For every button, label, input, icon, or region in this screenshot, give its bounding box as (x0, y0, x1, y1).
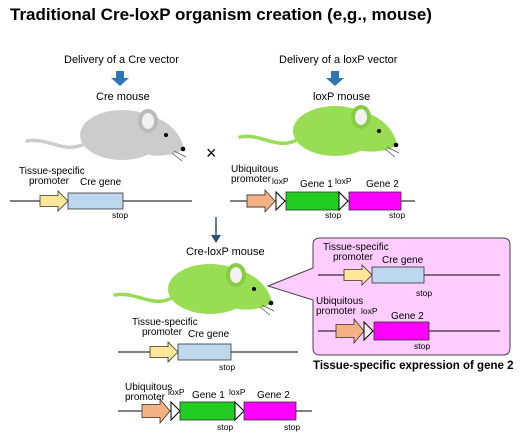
stop-label-d2: stop (284, 422, 301, 432)
mouse-whiskers (259, 304, 275, 316)
gene2-label-b: Gene 2 (366, 179, 399, 190)
mouse-tail (238, 134, 297, 145)
promoter-label-a: promoter (29, 176, 70, 187)
loxp-label-f: loxP (361, 306, 378, 316)
expression-caption: Tissue-specific expression of gene 2 (313, 360, 514, 372)
gene1-label-d: Gene 1 (192, 390, 225, 401)
cre-gene-label-e: Cre gene (382, 255, 424, 266)
cre-mouse-label: Cre mouse (96, 91, 150, 103)
promoter-arrow-e (343, 264, 373, 286)
stop-label-b2: stop (389, 210, 406, 220)
loxp-label-b2: loxP (335, 176, 352, 186)
gene2-box-f (373, 321, 430, 341)
gene2-box-d (243, 401, 297, 421)
mouse-nose (268, 300, 274, 306)
cre-mouse-icon (25, 109, 187, 162)
mouse-tail (25, 138, 84, 149)
gene2-label-f: Gene 2 (391, 311, 424, 322)
stop-label-d1: stop (217, 422, 234, 432)
mouse-eye (252, 287, 256, 291)
stop-label-b1: stop (325, 210, 342, 220)
promoter-arrow-a (39, 190, 69, 212)
mouse-inner-ear (355, 109, 367, 125)
mouse-eye (164, 133, 168, 137)
loxp-triangle-f (363, 320, 374, 342)
loxp-label-d1: loxP (168, 387, 185, 397)
loxp-triangle-b2 (338, 190, 349, 212)
gene1-box-b (285, 191, 340, 211)
cre-gene-box-e (371, 266, 425, 284)
promoter-label-f: promoter (316, 306, 357, 317)
cre-gene-box-c (177, 343, 232, 361)
stop-label-f: stop (414, 341, 431, 351)
loxp-label-d2: loxP (229, 387, 246, 397)
mouse-nose (180, 146, 186, 152)
tissue-specific-label-c: Tissue-specific (132, 317, 198, 328)
stop-label-e: stop (416, 288, 433, 298)
promoter-label-c: promoter (142, 327, 183, 338)
promoter-label-d: promoter (125, 392, 166, 403)
promoter-arrow-d (141, 397, 171, 425)
delivery-arrow-cre (111, 71, 129, 86)
mouse-whiskers (384, 146, 400, 158)
stop-label-a: stop (112, 210, 129, 220)
mouse-eye (377, 129, 381, 133)
loxp-mouse-label: loxP mouse (313, 91, 371, 103)
mouse-whiskers (171, 150, 187, 162)
mouse-inner-ear (142, 113, 154, 129)
promoter-arrow-c (149, 341, 179, 363)
tissue-specific-label-e: Tissue-specific (323, 242, 389, 253)
loxp-label-b1: loxP (272, 176, 289, 186)
loxp-delivery-label: Delivery of a loxP vector (279, 54, 398, 66)
gene2-box-b (348, 191, 402, 211)
page-title: Traditional Cre-loxP organism creation (… (10, 5, 432, 24)
callout-bubble (266, 237, 511, 356)
cre-delivery-label: Delivery of a Cre vector (64, 54, 179, 66)
cross-result-arrow-head (211, 235, 221, 243)
mouse-inner-ear (230, 267, 242, 283)
loxp-mouse-icon (238, 105, 400, 158)
ubiquitous-label-b: Ubiquitous (231, 164, 279, 175)
gene1-box-d (179, 401, 236, 421)
gene2-label-d: Gene 2 (257, 390, 290, 401)
mouse-nose (393, 142, 399, 148)
promoter-label-b: promoter (231, 174, 272, 185)
stop-label-c: stop (219, 362, 236, 372)
delivery-arrow-loxp (326, 71, 344, 86)
tissue-specific-label-a: Tissue-specific (19, 166, 85, 177)
creloxp-mouse-icon (113, 263, 275, 316)
mouse-tail (113, 292, 172, 303)
promoter-label-e: promoter (333, 252, 374, 263)
ubiquitous-label-d: Ubiquitous (125, 382, 173, 393)
loxp-triangle-d1 (170, 400, 181, 422)
ubiquitous-label-f: Ubiquitous (316, 296, 364, 307)
promoter-arrow-f (335, 317, 365, 345)
gene1-label-b: Gene 1 (300, 179, 333, 190)
cross-symbol: × (206, 143, 217, 163)
cre-gene-box-a (67, 192, 124, 210)
promoter-arrow-b (246, 188, 276, 214)
cre-gene-label-c: Cre gene (188, 329, 230, 340)
loxp-triangle-d2 (234, 400, 245, 422)
creloxp-mouse-label: Cre-loxP mouse (186, 246, 265, 258)
cre-gene-label-a: Cre gene (80, 177, 122, 188)
loxp-triangle-b1 (275, 190, 286, 212)
